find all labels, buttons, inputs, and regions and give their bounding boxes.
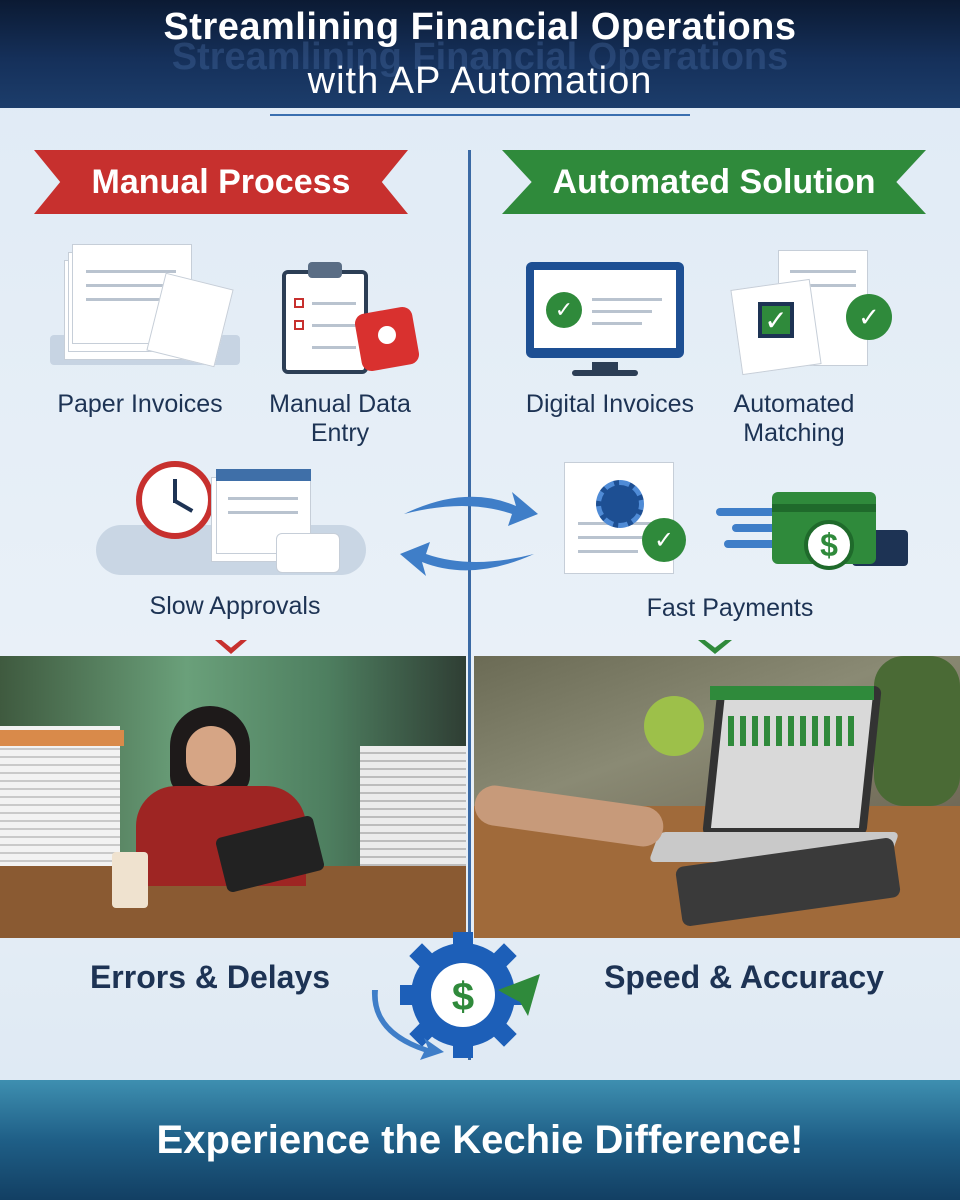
automated-matching-line2: Matching [743, 419, 845, 447]
manual-process-banner: Manual Process [34, 150, 408, 214]
monitor-check-icon: ✓ [526, 262, 684, 378]
check-icon: ✓ [642, 518, 686, 562]
fast-payments-label: Fast Payments [646, 594, 814, 622]
slow-approvals-label: Slow Approvals [149, 592, 321, 620]
arrow-left [400, 542, 534, 576]
document-check-icon: ✓ ✓ [730, 250, 902, 376]
chevron-down-icon [698, 640, 732, 654]
manual-data-entry-label: Manual Data Entry [250, 390, 430, 448]
errors-delays-label: Errors & Delays [89, 959, 331, 995]
paper-stack-icon [50, 240, 240, 380]
header-banner: Streamlining Financial Operations Stream… [0, 0, 960, 108]
page-title: Streamlining Financial Operations [163, 6, 797, 48]
paper-invoices-label: Paper Invoices [57, 390, 223, 418]
center-divider [468, 150, 471, 1060]
header-underline [270, 114, 690, 116]
check-icon: ✓ [846, 294, 892, 340]
automated-matching-label: Automated Matching [714, 390, 874, 448]
chevron-down-icon [215, 640, 247, 654]
automated-solution-banner: Automated Solution [502, 150, 926, 214]
svg-text:$: $ [452, 975, 474, 1019]
header-ghost-text: Streamlining Financial Operations [171, 36, 789, 78]
page-subtitle: with AP Automation [307, 60, 653, 102]
dollar-icon: $ [804, 520, 854, 570]
check-icon: ✓ [546, 292, 582, 328]
speed-accuracy-label: Speed & Accuracy [604, 959, 884, 995]
gear-dollar-icon: $ [371, 932, 540, 1060]
automated-matching-line1: Automated [733, 390, 855, 418]
stressed-worker-photo [0, 656, 466, 938]
digital-invoices-label: Digital Invoices [525, 390, 695, 418]
footer-banner: Experience the Kechie Difference! [0, 1080, 960, 1200]
manual-data-entry-line1: Manual Data [269, 390, 411, 418]
manual-data-entry-line2: Entry [310, 419, 370, 447]
cta-text: Experience the Kechie Difference! [156, 1118, 804, 1162]
happy-worker-photo [474, 656, 960, 938]
clock-icon [96, 455, 366, 580]
arrow-right [404, 492, 538, 526]
payment-card-icon: ✓ $ [556, 462, 912, 582]
cycle-arrows-icon [400, 492, 538, 576]
clipboard-icon [266, 262, 426, 378]
